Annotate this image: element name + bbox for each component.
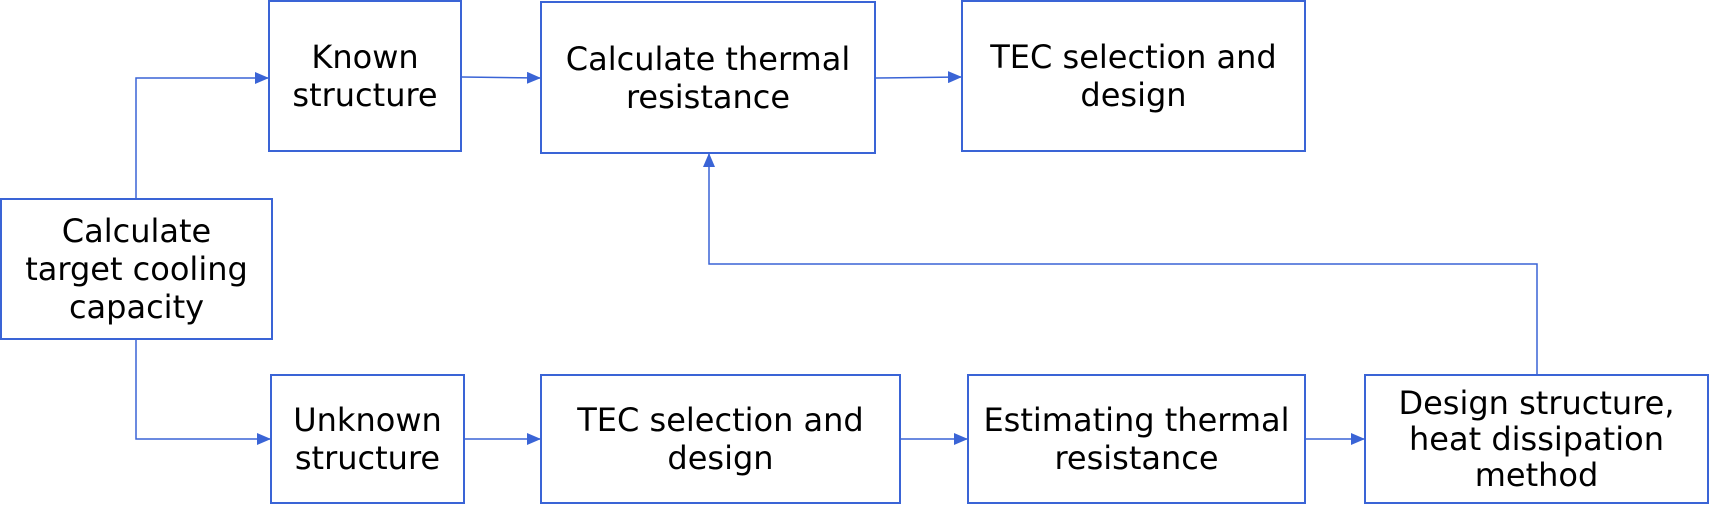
box-known-structure-label: Known structure [292, 38, 438, 114]
edge-known-to-calculate [461, 71, 541, 84]
box-design-structure-heat-dissipation-method-label: Design structure, heat dissipation metho… [1398, 384, 1675, 494]
box-tec-selection-and-design-bottom-label: TEC selection and design [577, 401, 864, 477]
box-tec-selection-and-design-bottom: TEC selection and design [540, 374, 901, 504]
edge-design-feedback-to-calculate [703, 153, 1538, 374]
box-known-structure: Known structure [268, 0, 462, 152]
edge-start-to-known [135, 72, 269, 198]
box-tec-selection-and-design-top-label: TEC selection and design [990, 38, 1277, 114]
box-calculate-thermal-resistance: Calculate thermal resistance [540, 1, 876, 154]
box-tec-selection-and-design-top: TEC selection and design [961, 0, 1306, 152]
box-unknown-structure: Unknown structure [270, 374, 465, 504]
edge-calculate-to-tec-top [875, 71, 962, 84]
box-calculate-target-cooling-capacity-label: Calculate target cooling capacity [25, 212, 248, 326]
edge-start-to-unknown [135, 340, 271, 445]
box-estimating-thermal-resistance-label: Estimating thermal resistance [983, 401, 1290, 477]
box-calculate-thermal-resistance-label: Calculate thermal resistance [565, 39, 851, 116]
box-estimating-thermal-resistance: Estimating thermal resistance [967, 374, 1306, 504]
box-unknown-structure-label: Unknown structure [293, 401, 442, 477]
box-design-structure-heat-dissipation-method: Design structure, heat dissipation metho… [1364, 374, 1709, 504]
box-calculate-target-cooling-capacity: Calculate target cooling capacity [0, 198, 273, 340]
